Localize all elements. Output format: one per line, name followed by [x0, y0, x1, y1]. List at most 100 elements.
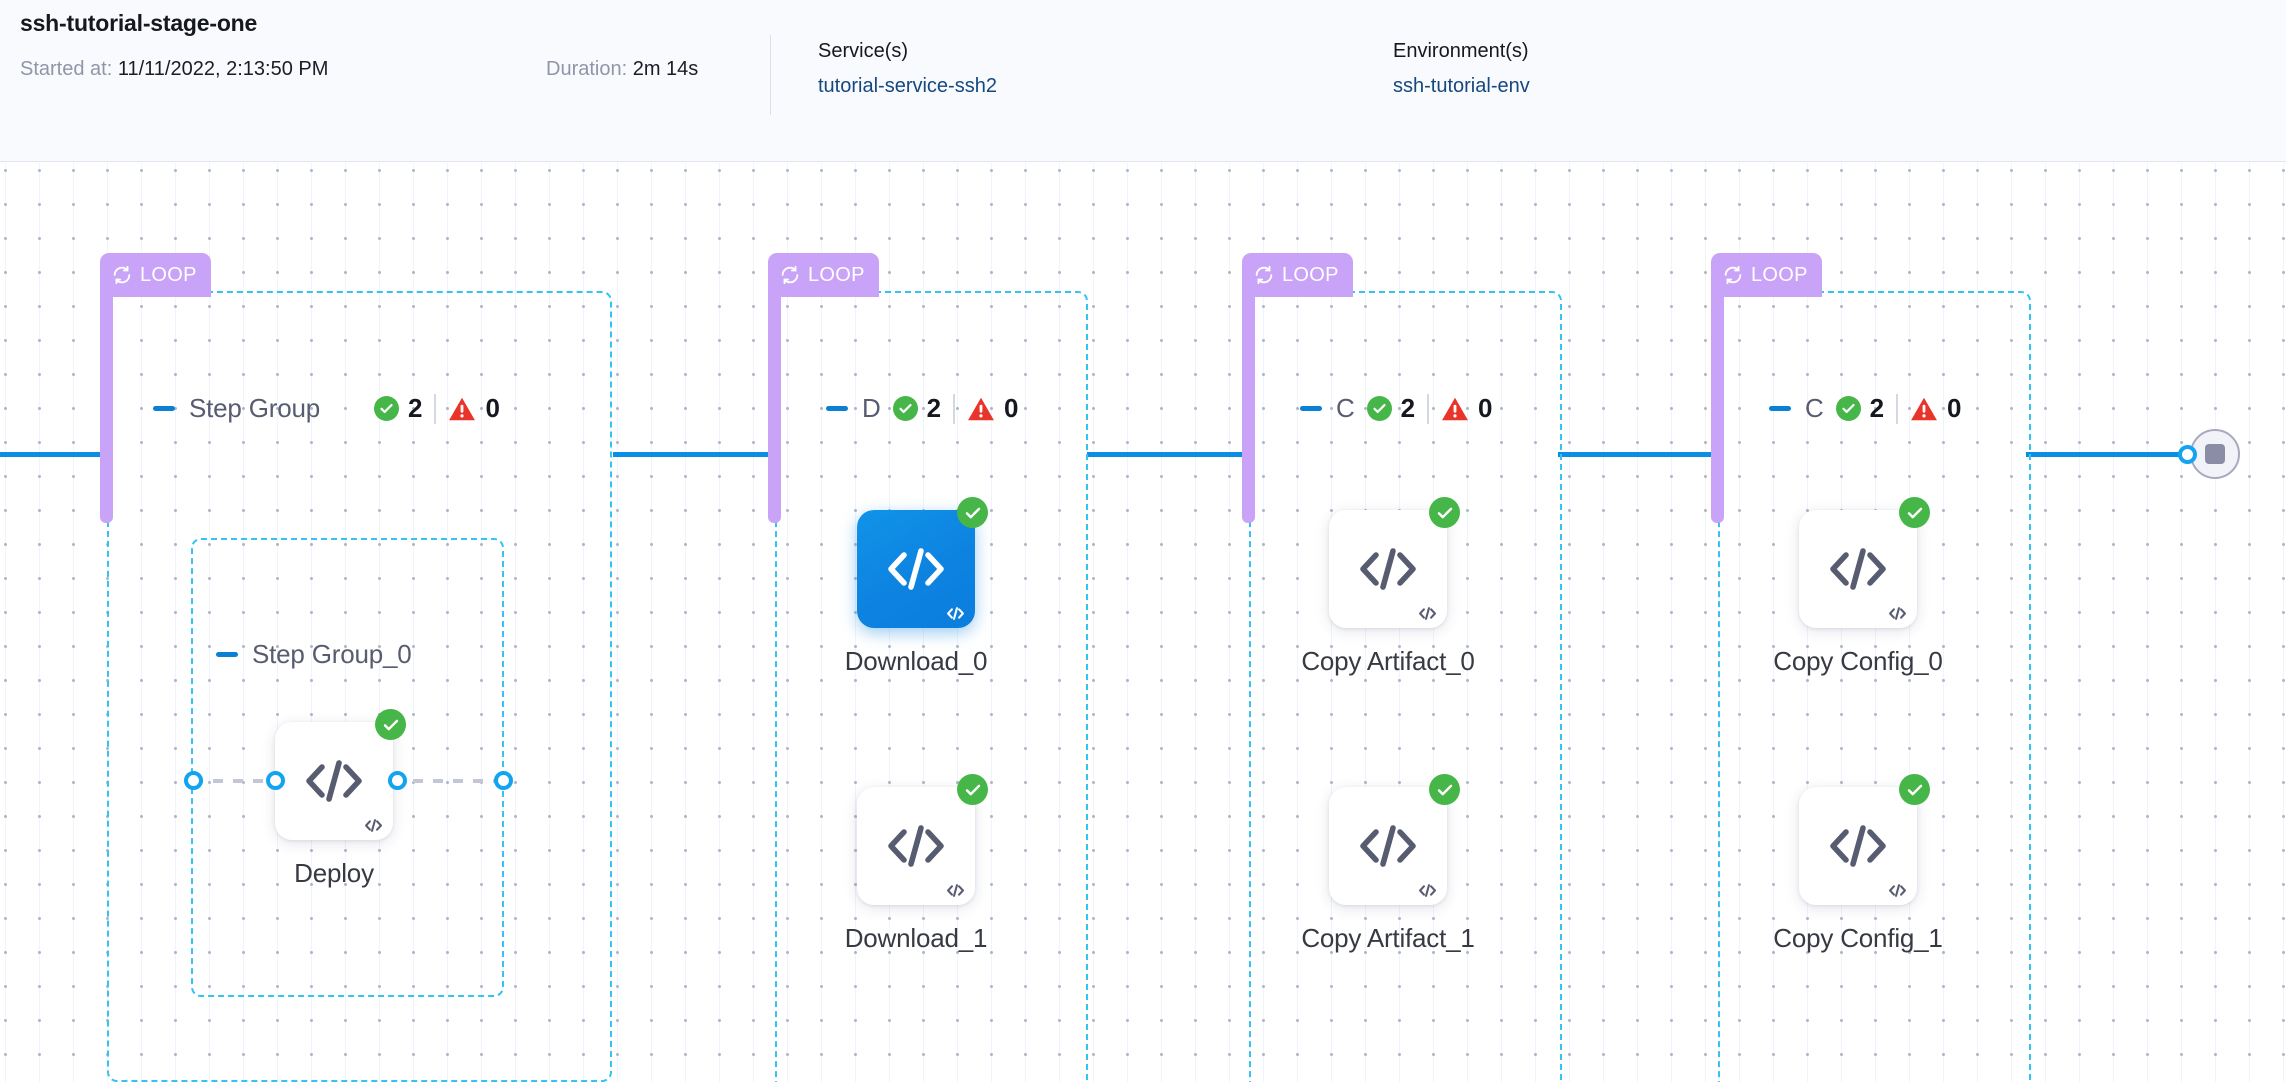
loop-icon: [1724, 265, 1742, 285]
counts-divider: [1427, 393, 1430, 424]
loop-side-bar: [768, 291, 781, 523]
check-circle-icon: [892, 396, 918, 421]
step-node-download-1: Download_1: [845, 774, 988, 953]
step-node-box[interactable]: [857, 497, 988, 628]
loop-badge[interactable]: LOOP: [1711, 253, 1822, 297]
header-divider: [770, 35, 771, 115]
step-node-box[interactable]: [1799, 497, 1930, 628]
code-brackets-icon: [1356, 821, 1420, 871]
loop-badge-label: LOOP: [1751, 263, 1808, 286]
port-node-out[interactable]: [388, 771, 407, 790]
check-circle-icon: [1366, 396, 1392, 421]
started-at-value: 11/11/2022, 2:13:50 PM: [117, 58, 329, 80]
error-count-copy-config: 0: [1947, 393, 1962, 423]
subgroup-box-step-group-0[interactable]: [191, 538, 504, 997]
loop-side-bar: [100, 291, 113, 523]
success-count-step-group: 2: [407, 393, 423, 423]
pipeline-end-node: [2178, 429, 2240, 479]
environments-label: Environment(s): [1393, 40, 1529, 62]
collapse-toggle-copy-artifact[interactable]: [1300, 406, 1322, 411]
group-label-copy-config: C: [1805, 393, 1824, 423]
group-header-copy-artifact: C 2 0: [1300, 393, 1493, 424]
services-block: Service(s) tutorial-service-ssh2: [818, 40, 997, 98]
loop-badge[interactable]: LOOP: [1242, 253, 1353, 297]
stop-square-icon[interactable]: [2190, 429, 2240, 479]
port-subgroup-in[interactable]: [184, 771, 203, 790]
counts-divider: [434, 393, 437, 424]
step-node-copy-artifact-1: Copy Artifact_1: [1301, 774, 1475, 953]
environments-block: Environment(s) ssh-tutorial-env: [1393, 40, 1530, 98]
execution-header: ssh-tutorial-stage-one Started at: 11/11…: [0, 0, 2286, 162]
step-node-label: Download_1: [844, 923, 988, 953]
warning-triangle-icon: [1442, 397, 1468, 420]
warning-triangle-icon: [968, 397, 994, 420]
group-label-step-group: Step Group: [189, 393, 320, 423]
counts-divider: [1896, 393, 1899, 424]
shell-script-icon: [1418, 606, 1437, 621]
step-node-box[interactable]: [1329, 774, 1460, 905]
services-value-link[interactable]: tutorial-service-ssh2: [818, 75, 997, 97]
collapse-toggle-download[interactable]: [826, 406, 848, 411]
loop-side-bar: [1711, 291, 1724, 523]
port-end-in[interactable]: [2178, 445, 2197, 464]
group-header-copy-config: C 2 0: [1769, 393, 1962, 424]
group-label-step-group-0: Step Group_0: [252, 639, 412, 669]
status-badge-success: [1899, 774, 1930, 805]
code-brackets-icon: [884, 821, 948, 871]
step-node-label: Copy Artifact_0: [1301, 646, 1475, 676]
group-box-step-group[interactable]: [107, 291, 612, 1082]
shell-script-icon: [1888, 606, 1907, 621]
warning-triangle-icon: [449, 397, 476, 420]
step-node-copy-artifact-0: Copy Artifact_0: [1301, 497, 1475, 676]
started-at-label: Started at:: [20, 58, 113, 80]
status-badge-success: [1429, 774, 1460, 805]
collapse-toggle-step-group-0[interactable]: [216, 652, 238, 657]
step-node-label: Copy Artifact_1: [1301, 923, 1475, 953]
group-header-download: D 2 0: [826, 393, 1019, 424]
loop-badge-label: LOOP: [1282, 263, 1339, 286]
rail-segment-1: [613, 452, 770, 457]
check-circle-icon: [1835, 396, 1861, 421]
step-node-box[interactable]: [1799, 774, 1930, 905]
code-brackets-icon: [1356, 544, 1420, 594]
duration-value: 2m 14s: [632, 58, 699, 80]
shell-script-icon: [1888, 883, 1907, 898]
code-brackets-icon: [302, 756, 366, 806]
loop-side-bar: [1242, 291, 1255, 523]
rail-segment-exit: [2026, 452, 2196, 457]
error-count-step-group: 0: [485, 393, 500, 423]
status-badge-success: [957, 497, 988, 528]
environments-value-link[interactable]: ssh-tutorial-env: [1393, 75, 1530, 97]
port-subgroup-out[interactable]: [494, 771, 513, 790]
step-node-label: Download_0: [844, 646, 988, 676]
step-node-box[interactable]: [275, 709, 406, 840]
counts-divider: [953, 393, 956, 424]
stop-square-glyph: [2205, 444, 2225, 464]
step-node-copy-config-1: Copy Config_1: [1773, 774, 1943, 953]
group-box-copy-artifact[interactable]: [1249, 291, 1562, 1082]
page-title: ssh-tutorial-stage-one: [20, 10, 258, 36]
duration-label: Duration:: [546, 58, 628, 80]
loop-badge[interactable]: LOOP: [768, 253, 879, 297]
loop-badge[interactable]: LOOP: [100, 253, 211, 297]
success-count-download: 2: [926, 393, 942, 423]
collapse-toggle-step-group[interactable]: [153, 406, 175, 411]
status-badge-success: [375, 709, 406, 740]
loop-icon: [113, 265, 131, 285]
port-node-in[interactable]: [266, 771, 285, 790]
group-box-download[interactable]: [775, 291, 1088, 1082]
collapse-toggle-copy-config[interactable]: [1769, 406, 1791, 411]
step-node-label: Deploy: [294, 858, 374, 888]
rail-segment-2: [1087, 452, 1244, 457]
loop-icon: [1255, 265, 1273, 285]
step-node-label: Copy Config_1: [1773, 923, 1943, 953]
status-badge-success: [1899, 497, 1930, 528]
step-node-box[interactable]: [857, 774, 988, 905]
status-badge-success: [957, 774, 988, 805]
group-box-copy-config[interactable]: [1718, 291, 2031, 1082]
shell-script-icon: [946, 606, 965, 621]
success-count-copy-config: 2: [1869, 393, 1885, 423]
pipeline-graph-canvas[interactable]: LOOP Step Group 2 0 Step Group_0: [0, 163, 2286, 1082]
step-node-box[interactable]: [1329, 497, 1460, 628]
code-brackets-icon: [1826, 821, 1890, 871]
